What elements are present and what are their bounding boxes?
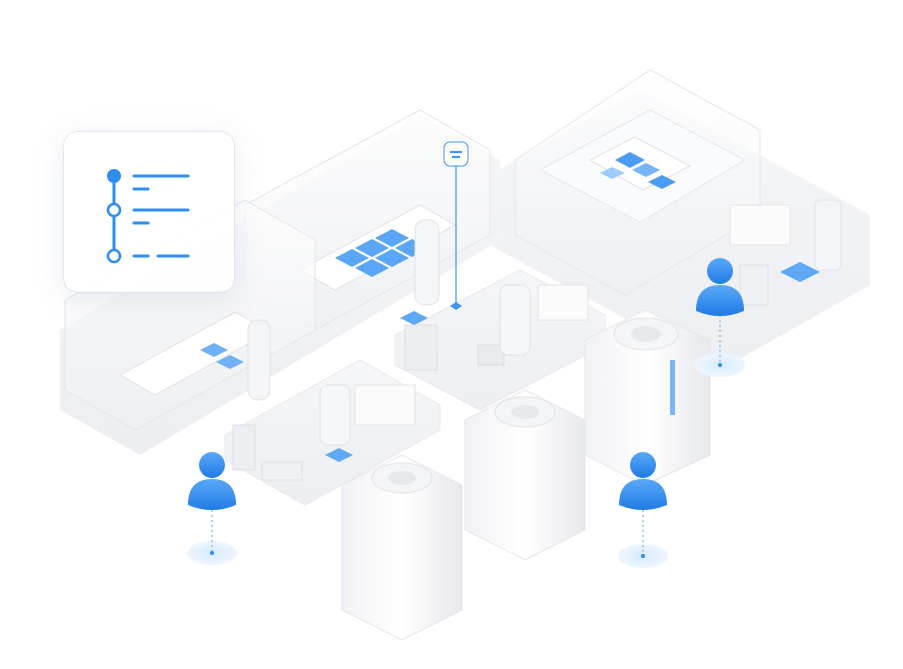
left-worktable <box>224 359 441 506</box>
operator-left <box>187 452 237 565</box>
station-back-right <box>490 69 870 370</box>
operator-right <box>695 258 745 377</box>
column-middle <box>464 389 586 561</box>
sensor-pin-icon <box>443 141 469 310</box>
timeline-list-icon <box>106 169 190 264</box>
timeline-card <box>64 132 234 292</box>
center-worktable <box>394 269 606 411</box>
column-left <box>341 454 463 641</box>
station-back-left <box>64 199 316 431</box>
operator-center <box>618 452 668 568</box>
column-right <box>584 309 711 486</box>
